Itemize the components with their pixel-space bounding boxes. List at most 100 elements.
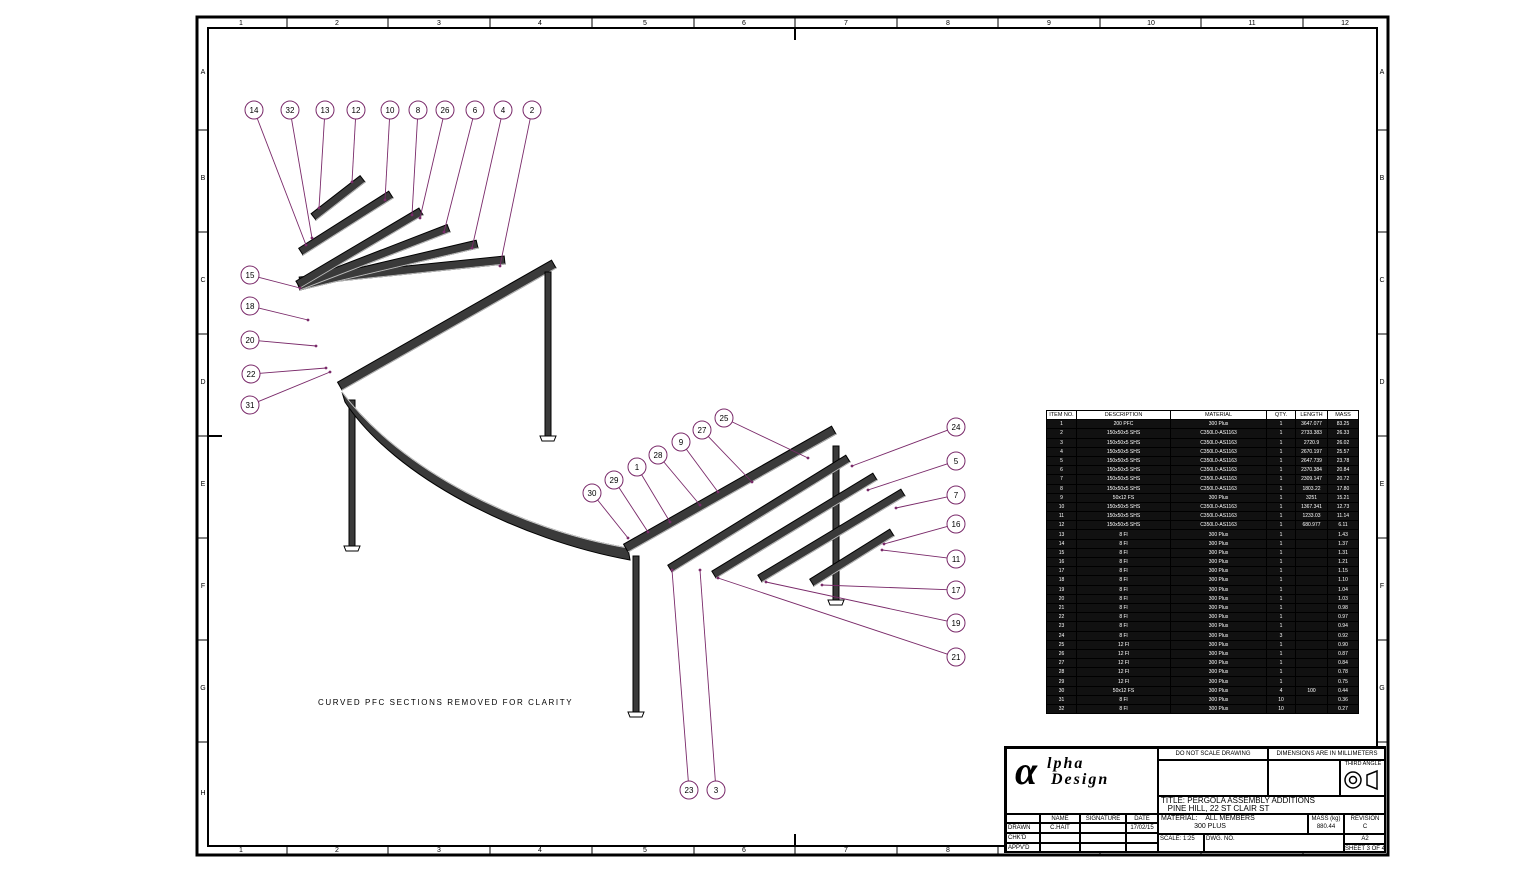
zone-row-right: A [1380, 69, 1385, 76]
leader-19 [765, 581, 948, 622]
post-rear-right-base-plate [827, 599, 845, 606]
purlin-6-edge [299, 231, 451, 291]
balloon-8 [408, 100, 428, 120]
purlin-12-edge [315, 181, 366, 221]
balloon-label: 23 [685, 786, 694, 795]
balloon-label: 22 [247, 370, 256, 379]
logo-cell: α lpha Design [1006, 748, 1158, 814]
post-rear-left [544, 271, 552, 437]
zone-col-bottom: 2 [335, 847, 339, 854]
leader-5 [867, 463, 948, 491]
balloon-30 [582, 483, 602, 503]
zone-row-left: E [201, 481, 206, 488]
balloon-label: 25 [720, 414, 729, 423]
zone-row-right: C [1379, 277, 1384, 284]
bom-header: LENGTH [1295, 409, 1328, 421]
leader-24 [851, 429, 948, 467]
leader-6 [443, 118, 474, 233]
post-front-left [348, 399, 356, 547]
balloon-label: 32 [286, 106, 295, 115]
drawing-subtitle: PINE HILL, 22 ST CLAIR ST [1167, 804, 1270, 813]
balloon-16 [946, 514, 966, 534]
balloon-label: 28 [654, 451, 663, 460]
balloon-label: 24 [952, 423, 961, 432]
leader-11 [881, 549, 948, 559]
post-rear-left-base-plate [539, 435, 557, 442]
purlin-5-edge [671, 461, 851, 573]
leader-26 [419, 118, 444, 219]
purlin-8-edge [299, 214, 424, 289]
leader-2 [499, 118, 531, 267]
zone-col-top: 11 [1248, 20, 1255, 27]
balloon-23 [679, 780, 699, 800]
leader-14 [256, 118, 307, 246]
balloon-label: 12 [352, 106, 361, 115]
balloon-label: 8 [416, 106, 421, 115]
balloon-label: 31 [246, 401, 255, 410]
post-front-right [632, 555, 640, 713]
zone-col-top: 6 [742, 20, 746, 27]
leader-16 [883, 525, 948, 545]
balloon-25 [714, 408, 734, 428]
balloon-label: 6 [473, 106, 478, 115]
bom-header: QTY. [1266, 409, 1296, 421]
tolerance-block [1158, 760, 1268, 796]
zone-row-left: C [200, 277, 205, 284]
pergola-frame [295, 174, 906, 718]
balloon-26 [435, 100, 455, 120]
zone-row-right: B [1380, 175, 1385, 182]
balloon-3 [706, 780, 726, 800]
purlin-16-edge [813, 535, 895, 587]
balloon-label: 5 [954, 457, 959, 466]
leader-1 [641, 474, 671, 523]
main-beam-right-edge [627, 433, 837, 553]
leader-15 [258, 276, 301, 289]
balloon-28 [648, 445, 668, 465]
zone-col-top: 9 [1047, 20, 1051, 27]
leader-23 [671, 569, 689, 782]
balloon-label: 11 [952, 555, 961, 564]
scale-label: SCALE: 1:25 [1158, 834, 1204, 853]
title-block: α lpha Design DO NOT SCALE DRAWING DIMEN… [1004, 746, 1386, 853]
zone-col-top: 7 [844, 20, 848, 27]
zone-row-left: D [200, 379, 205, 386]
balloon-label: 16 [952, 520, 961, 529]
zone-col-top: 12 [1341, 20, 1349, 27]
leader-12 [351, 118, 356, 183]
balloon-27 [692, 420, 712, 440]
balloon-9 [671, 432, 691, 452]
leader-3 [699, 569, 716, 782]
do-not-scale-label: DO NOT SCALE DRAWING [1158, 748, 1268, 760]
purlin-10-edge [302, 197, 394, 256]
leader-27 [707, 436, 753, 483]
zone-row-left: A [201, 69, 206, 76]
drawing-title: PERGOLA ASSEMBLY ADDITIONS [1187, 796, 1315, 805]
zone-col-top: 8 [946, 20, 950, 27]
bom-header: ITEM NO. [1046, 409, 1077, 421]
main-beam-upper-edge [341, 267, 557, 391]
zone-col-top: 10 [1147, 20, 1155, 27]
balloon-6 [465, 100, 485, 120]
balloon-13 [315, 100, 335, 120]
balloon-31 [240, 395, 260, 415]
bom-header: DESCRIPTION [1076, 409, 1171, 421]
balloon-label: 21 [952, 653, 961, 662]
dimensions-label: DIMENSIONS ARE IN MILLIMETERS [1268, 748, 1386, 760]
title-cell: TITLE: PERGOLA ASSEMBLY ADDITIONS PINE H… [1158, 796, 1386, 814]
balloon-24 [946, 417, 966, 437]
